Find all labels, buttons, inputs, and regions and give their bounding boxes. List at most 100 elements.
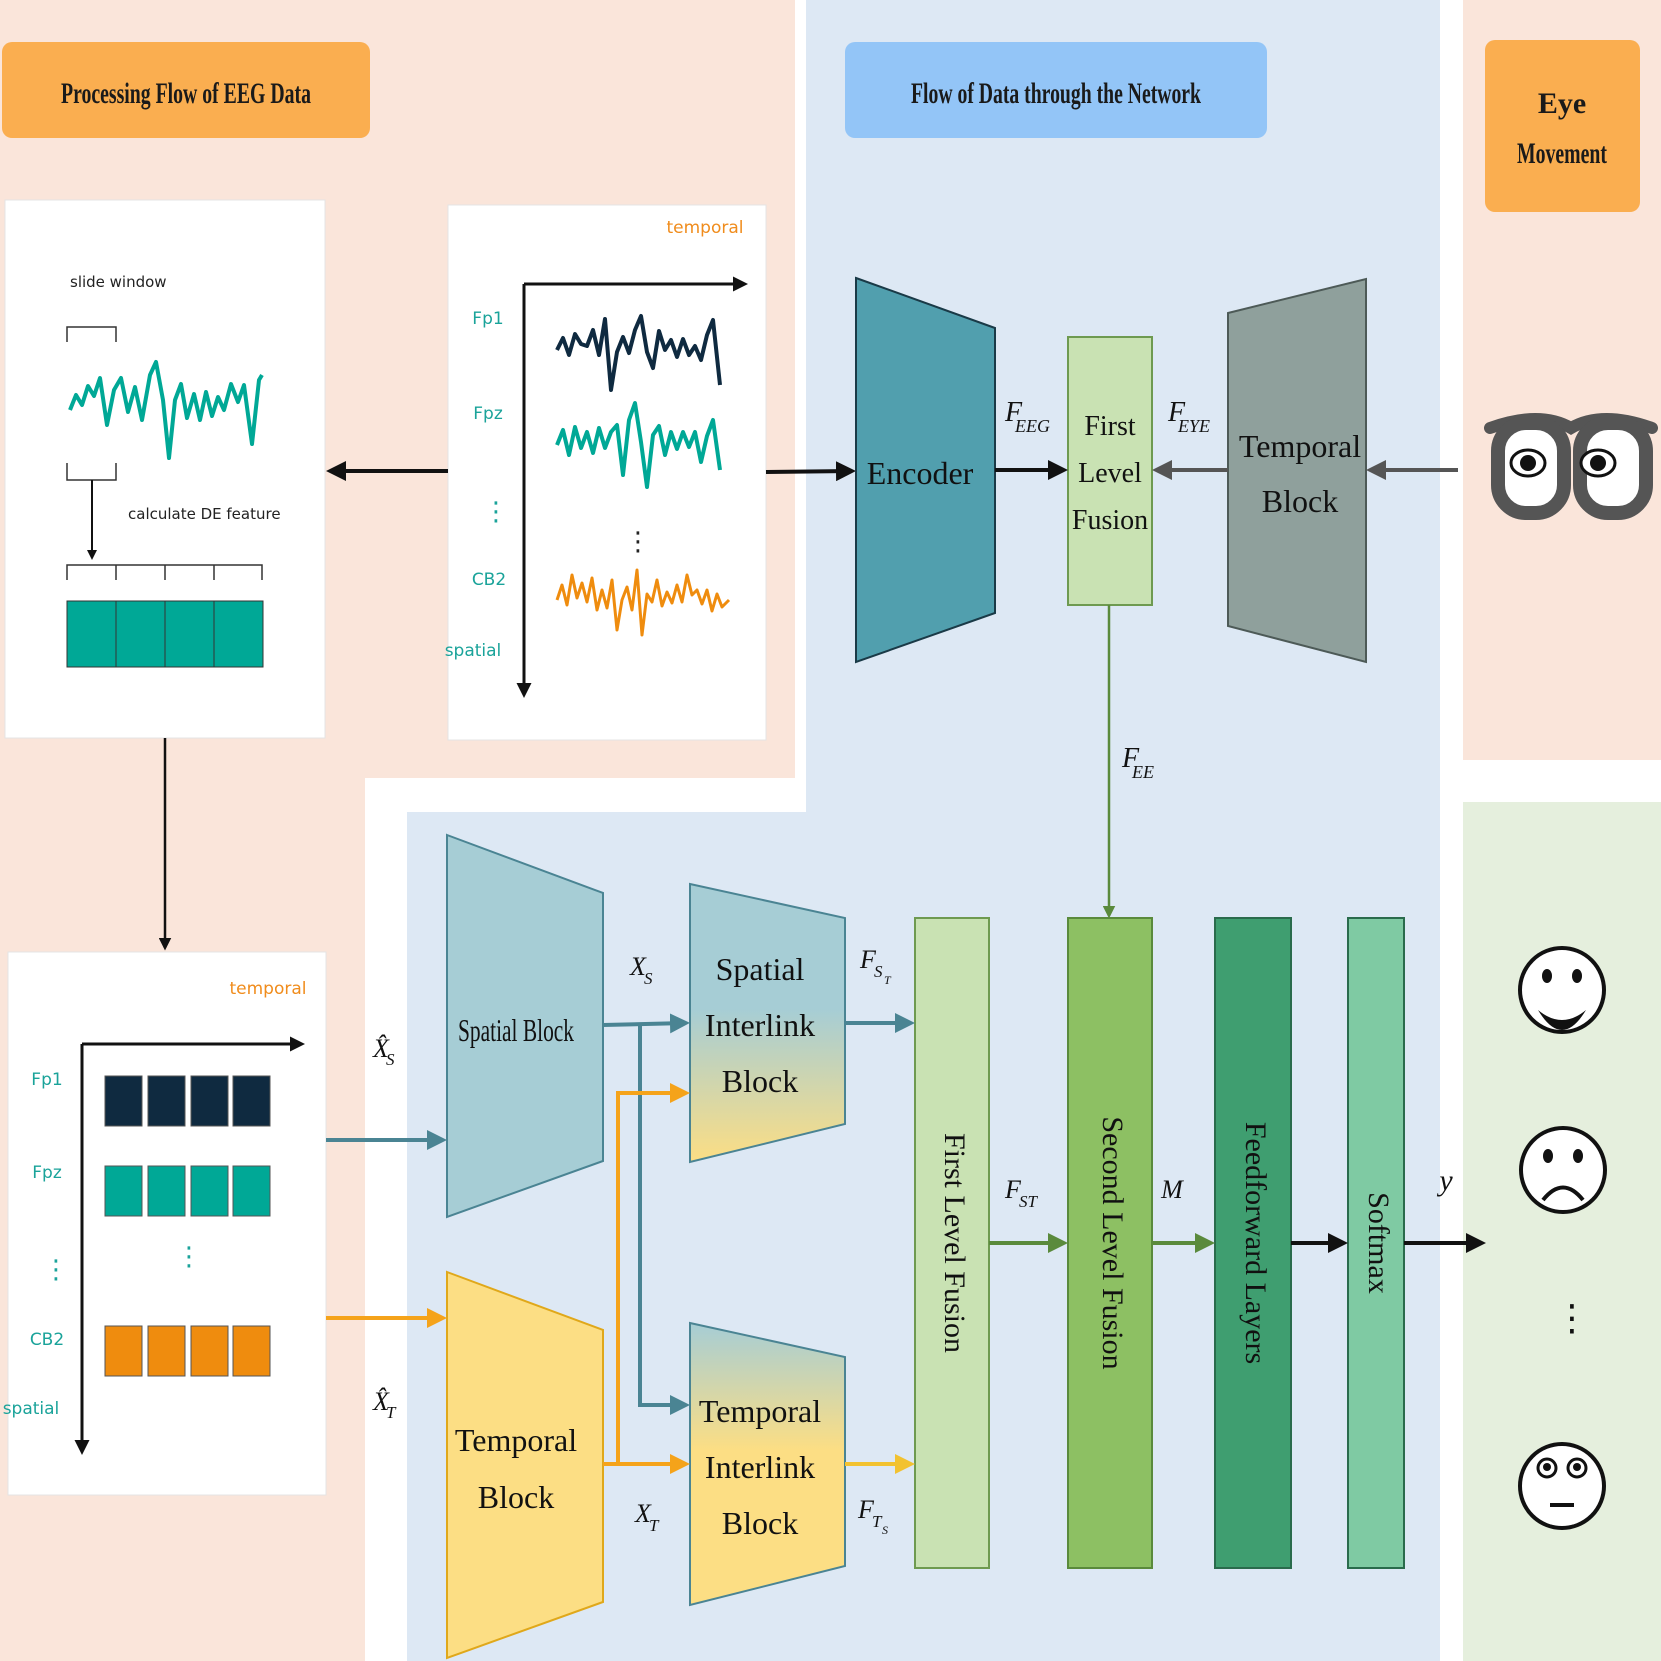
- label-f-st-sub: S: [874, 962, 883, 981]
- feature-channel-fpz: Fpz: [32, 1163, 62, 1183]
- label-f-eye-base: F: [1167, 397, 1186, 428]
- feature-channel-cb2: CB2: [30, 1330, 64, 1350]
- arrow-xt-to-spatial-interlink: [616, 1083, 690, 1464]
- label-f-eye-sub: EYE: [1177, 416, 1210, 436]
- feedforward-label: Feedforward Layers: [1239, 1122, 1272, 1364]
- encoder-block: [855, 276, 996, 664]
- feature-row-fp1: [104, 1075, 271, 1127]
- feature-row-fpz: [104, 1165, 271, 1217]
- label-f-eeg-base: F: [1004, 397, 1023, 428]
- first-level-fusion-label: First Level Fusion: [938, 1133, 971, 1353]
- first-level-fusion-top-line3: Fusion: [1072, 505, 1148, 536]
- temporal-block-top: [1227, 277, 1367, 664]
- de-feature-cell-2: [115, 600, 166, 668]
- raw-channel-ellipsis: ⋮: [483, 497, 509, 527]
- calculate-de-label: calculate DE feature: [128, 505, 281, 523]
- label-xs-sub: S: [644, 969, 653, 988]
- network-flow-title: Flow of Data through the Network: [911, 77, 1201, 110]
- label-f-eye: F EYE: [1167, 397, 1210, 436]
- neutral-face-icon: [1518, 1442, 1606, 1530]
- spatial-block: [446, 833, 604, 1219]
- happy-face-icon: [1518, 946, 1606, 1034]
- label-f-st-fused-base: F: [1004, 1175, 1022, 1204]
- feature-row-ellipsis: ⋮: [176, 1242, 202, 1272]
- temporal-interlink-line2: Interlink: [705, 1449, 815, 1485]
- softmax-label: Softmax: [1362, 1192, 1395, 1294]
- label-xs-base: X: [629, 952, 647, 981]
- eyeglasses-icon: [1484, 413, 1658, 520]
- wave-fp1: [555, 314, 722, 392]
- label-m: M: [1160, 1175, 1184, 1204]
- second-level-fusion-label: Second Level Fusion: [1096, 1116, 1129, 1369]
- sad-face-icon: [1519, 1126, 1607, 1214]
- spatial-interlink-line3: Block: [722, 1063, 798, 1099]
- feedforward-block: [1214, 917, 1292, 1569]
- wave-fpz: [555, 401, 722, 489]
- raw-channel-fpz: Fpz: [473, 404, 503, 424]
- raw-channel-cb2: CB2: [472, 570, 506, 590]
- label-y: y: [1436, 1164, 1453, 1197]
- label-f-st-subsub: T: [884, 973, 892, 987]
- label-f-ts: F T S: [857, 1495, 888, 1537]
- label-xt: X T: [634, 1499, 660, 1535]
- label-f-eeg: F EEG: [1004, 397, 1050, 436]
- feature-row-cb2: [104, 1325, 271, 1377]
- raw-temporal-label: temporal: [666, 218, 743, 238]
- label-f-st: F S T: [859, 945, 892, 987]
- label-f-eeg-sub: EEG: [1014, 416, 1050, 436]
- arrow-xs-to-temporal-interlink: [638, 1026, 690, 1415]
- label-f-ee: F EE: [1121, 743, 1154, 782]
- network-flow-header: [845, 42, 1267, 138]
- label-xt-hat: X̂ T: [372, 1387, 397, 1422]
- temporal-block-top-line1: Temporal: [1239, 428, 1361, 464]
- feature-channel-ellipsis: ⋮: [43, 1255, 69, 1285]
- emotion-ellipsis: ⋮: [1554, 1298, 1590, 1339]
- label-f-ts-subsub: S: [882, 1523, 888, 1537]
- label-xs-hat-sub: S: [386, 1050, 395, 1069]
- encoder-label: Encoder: [867, 455, 974, 491]
- label-f-ee-base: F: [1121, 743, 1140, 774]
- label-f-ee-sub: EE: [1131, 762, 1154, 782]
- label-f-ts-base: F: [857, 1495, 875, 1524]
- label-xt-sub: T: [649, 1516, 660, 1535]
- label-f-st-fused-sub: ST: [1019, 1192, 1039, 1211]
- arrow-xs-to-spatial-interlink: [602, 1013, 690, 1034]
- temporal-block-top-line2: Block: [1262, 483, 1338, 519]
- temporal-block-bottom: [446, 1270, 604, 1660]
- first-level-fusion-top-line1: First: [1084, 411, 1136, 442]
- feature-spatial-label: spatial: [3, 1399, 60, 1419]
- feature-temporal-label: temporal: [229, 979, 306, 999]
- de-feature-cell-3: [164, 600, 215, 668]
- de-feature-ticks: [66, 564, 263, 580]
- raw-spatial-label: spatial: [445, 641, 502, 661]
- softmax-block: [1347, 917, 1405, 1569]
- eye-movement-title-line2: Movement: [1517, 137, 1607, 170]
- raw-eeg-panel: [447, 204, 767, 741]
- temporal-interlink-block: [689, 1321, 846, 1607]
- label-xt-hat-sub: T: [386, 1403, 397, 1422]
- spatial-interlink-line1: Spatial: [716, 951, 805, 987]
- first-level-fusion-block: [914, 917, 990, 1569]
- slide-window-bracket-top: [66, 326, 117, 342]
- de-feature-cell-1: [66, 600, 117, 668]
- label-xt-hat-base: X̂: [372, 1387, 390, 1416]
- label-f-st-base: F: [859, 945, 877, 974]
- temporal-interlink-line1: Temporal: [699, 1393, 821, 1429]
- wave-ellipsis: ⋮: [625, 527, 651, 557]
- temporal-block-bottom-line2: Block: [478, 1479, 554, 1515]
- feature-channel-fp1: Fp1: [31, 1070, 62, 1090]
- label-xs-hat: X̂ S: [372, 1034, 395, 1069]
- label-f-ts-sub: T: [872, 1512, 883, 1531]
- de-wave: [68, 360, 264, 460]
- second-level-fusion-block: [1067, 917, 1153, 1569]
- de-feature-panel: [4, 199, 326, 739]
- temporal-block-bottom-line1: Temporal: [455, 1422, 577, 1458]
- de-feature-cell-4: [213, 600, 264, 668]
- processing-flow-title: Processing Flow of EEG Data: [61, 77, 311, 110]
- spatial-interlink-block: [689, 882, 846, 1164]
- network-background: [407, 0, 1440, 1661]
- label-f-st-fused: F ST: [1004, 1175, 1039, 1211]
- first-level-fusion-top-line2: Level: [1078, 458, 1142, 489]
